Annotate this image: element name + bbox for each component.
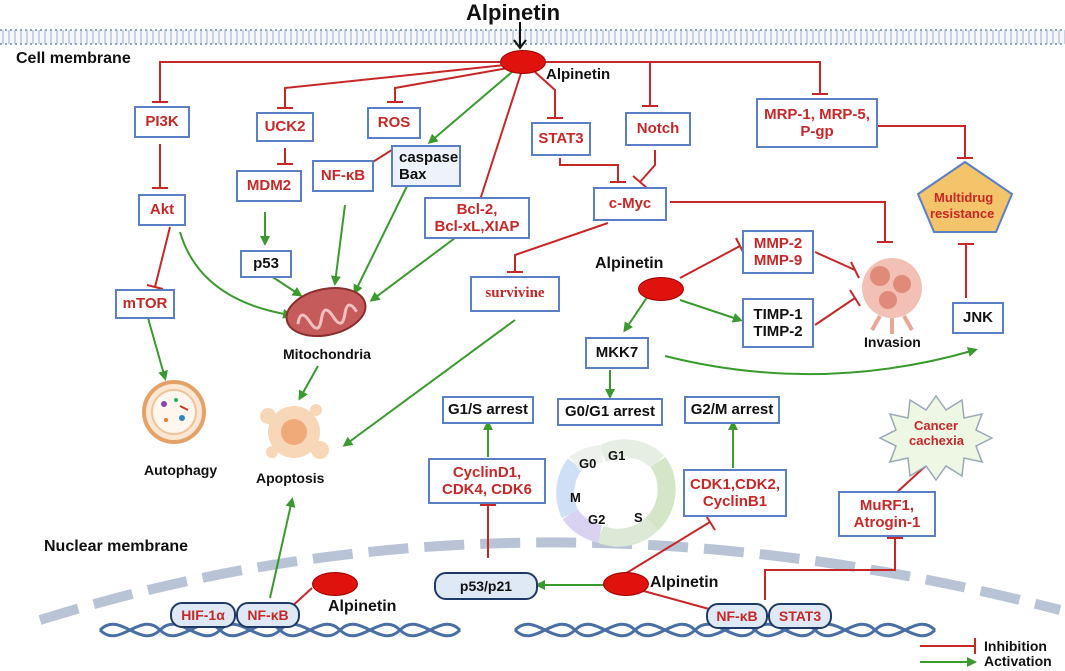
- autophagosome-icon: [142, 380, 206, 444]
- caspase-text: caspase: [399, 148, 459, 166]
- cycle-s: S: [634, 510, 643, 525]
- node-jnk: JNK: [952, 302, 1004, 334]
- node-cmyc: c-Myc: [593, 187, 667, 221]
- cyclind-text-1: CyclinD1,: [452, 463, 522, 481]
- murf-text-2: Atrogin-1: [853, 514, 921, 531]
- dna-left: [98, 622, 462, 638]
- node-g2m-arrest: G2/M arrest: [684, 396, 780, 424]
- mrp-text-2: P-gp: [800, 123, 834, 140]
- node-nfkb-cyto: NF-κB: [312, 160, 374, 192]
- murf-text-1: MuRF1,: [859, 496, 915, 514]
- alpinetin-label-nucleus: Alpinetin: [328, 598, 397, 615]
- alpinetin-label-middle: Alpinetin: [595, 255, 664, 272]
- alpinetin-label-lower: Alpinetin: [650, 574, 719, 591]
- node-survivine: survivine: [470, 276, 560, 312]
- node-nfkb-nuc-left: NF-κB: [236, 602, 300, 628]
- page-title: Alpinetin: [466, 0, 561, 25]
- dna-right: [513, 622, 937, 638]
- node-p53p21: p53/p21: [434, 572, 538, 600]
- node-hif: HIF-1α: [170, 602, 236, 628]
- apoptotic-cell-icon: [260, 404, 329, 459]
- node-uck2: UCK2: [256, 112, 314, 142]
- cachexia-label-1: Cancer: [914, 418, 959, 433]
- node-mmp: MMP-2 MMP-9: [742, 230, 814, 274]
- cycle-g2: G2: [588, 512, 606, 527]
- alpinetin-oval-middle: [638, 277, 684, 301]
- alpinetin-oval-lower: [603, 572, 649, 596]
- node-stat3-nuc: STAT3: [768, 603, 832, 629]
- cyclind-text-2: CDK4, CDK6: [441, 481, 532, 498]
- node-akt: Akt: [138, 194, 186, 226]
- cdk-text-2: CyclinB1: [702, 493, 768, 510]
- node-ros: ROS: [367, 107, 421, 139]
- node-caspase-bax: caspase Bax: [391, 145, 461, 187]
- cycle-g0: G0: [579, 456, 597, 471]
- node-mdm2: MDM2: [236, 170, 302, 202]
- node-pi3k: PI3K: [134, 106, 190, 138]
- multidrug-label-2: resistance: [930, 206, 995, 221]
- bax-text: Bax: [399, 166, 427, 183]
- node-g0g1-arrest: G0/G1 arrest: [557, 398, 663, 426]
- tumor-invasion-icon: [862, 258, 922, 334]
- node-notch: Notch: [625, 112, 691, 146]
- cachexia-label-2: cachexia: [909, 433, 964, 448]
- node-cyclind: CyclinD1, CDK4, CDK6: [428, 458, 546, 504]
- node-murf: MuRF1, Atrogin-1: [838, 491, 936, 537]
- node-mkk7: MKK7: [585, 337, 649, 369]
- cdk-text-1: CDK1,CDK2,: [689, 475, 780, 493]
- invasion-label: Invasion: [864, 334, 921, 350]
- cancer-cachexia-shape: [878, 394, 994, 482]
- node-g1s-arrest: G1/S arrest: [442, 396, 534, 424]
- node-stat3: STAT3: [531, 122, 591, 156]
- alpinetin-oval-nucleus: [312, 572, 358, 596]
- node-bcl: Bcl-2, Bcl-xL,XIAP: [424, 197, 530, 239]
- cell-cycle-ring: [556, 439, 676, 547]
- nuclear-membrane: [38, 537, 1062, 625]
- node-timp: TIMP-1 TIMP-2: [742, 298, 814, 348]
- cell-membrane-label: Cell membrane: [16, 50, 131, 67]
- timp-text-1: TIMP-1: [753, 305, 803, 323]
- alpinetin-oval-top: [500, 50, 546, 74]
- mmp-text-1: MMP-2: [753, 234, 803, 252]
- legend-activation-label: Activation: [984, 653, 1052, 669]
- node-mtor: mTOR: [115, 289, 175, 319]
- mrp-text-1: MRP-1, MRP-5,: [764, 105, 870, 123]
- alpinetin-label-top: Alpinetin: [546, 66, 611, 83]
- node-nfkb-nuc-right: NF-κB: [706, 603, 768, 629]
- autophagy-label: Autophagy: [144, 462, 218, 478]
- legend-inhibition-label: Inhibition: [984, 638, 1047, 654]
- timp-text-2: TIMP-2: [753, 323, 803, 340]
- bcl-text-2: Bcl-xL,XIAP: [434, 218, 520, 235]
- multidrug-resistance-shape: [916, 160, 1014, 233]
- nuclear-membrane-label: Nuclear membrane: [44, 538, 189, 555]
- bcl-text-1: Bcl-2,: [456, 200, 498, 218]
- node-mrp: MRP-1, MRP-5, P-gp: [756, 98, 878, 148]
- multidrug-label-1: Multidrug: [934, 190, 994, 205]
- cell-membrane-band: [0, 30, 1065, 44]
- mmp-text-2: MMP-9: [753, 252, 803, 269]
- apoptosis-label: Apoptosis: [256, 470, 325, 486]
- cycle-m: M: [570, 490, 581, 505]
- mitochondria-label: Mitochondria: [283, 346, 371, 362]
- node-p53: p53: [240, 250, 292, 278]
- cycle-g1: G1: [608, 448, 626, 463]
- mitochondria-icon: [285, 287, 367, 337]
- node-cdk: CDK1,CDK2, CyclinB1: [683, 469, 787, 517]
